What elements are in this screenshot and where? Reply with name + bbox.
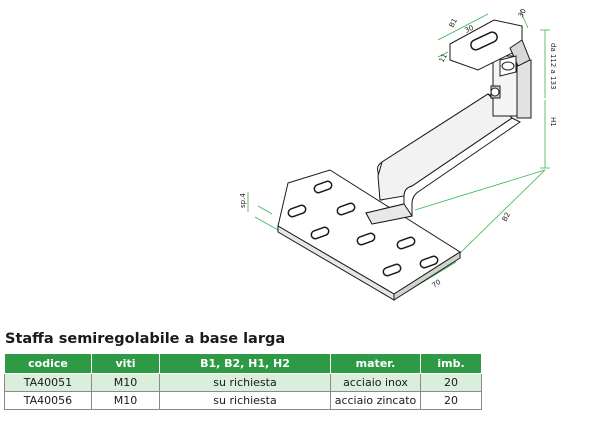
dimension-h1: H1 <box>549 117 557 127</box>
dimension-70: 70 <box>431 278 443 290</box>
dimension-sp4: sp.4 <box>239 193 247 208</box>
dimension-11: 11 <box>438 52 449 64</box>
cell-dimensions: su richiesta <box>159 391 331 410</box>
table-row: TA40056 M10 su richiesta acciaio zincato… <box>4 391 482 410</box>
cell-packaging: 20 <box>420 391 482 410</box>
header-viti: viti <box>91 353 160 374</box>
dimension-30-slot: 30 <box>463 24 474 35</box>
dimension-labels: B1 30 30 11 da 112 a 133 H1 B2 sp.4 70 <box>239 7 557 289</box>
header-dimensions: B1, B2, H1, H2 <box>159 353 331 374</box>
product-title: Staffa semiregolabile a base larga <box>5 331 286 347</box>
cell-dimensions: su richiesta <box>159 373 331 392</box>
product-drawing: B1 30 30 11 da 112 a 133 H1 B2 sp.4 70 <box>239 7 557 301</box>
cell-material: acciaio zincato <box>330 391 421 410</box>
dimension-b1: B1 <box>448 17 459 29</box>
cell-screws: M10 <box>91 391 160 410</box>
dimension-30-top: 30 <box>517 7 528 19</box>
cell-screws: M10 <box>91 373 160 392</box>
header-codice: codice <box>4 353 92 374</box>
cell-code: TA40056 <box>4 391 92 410</box>
adjustable-bracket <box>449 19 532 119</box>
cell-code: TA40051 <box>4 373 92 392</box>
base-plate <box>277 169 461 301</box>
header-material: mater. <box>330 353 421 374</box>
table-row: TA40051 M10 su richiesta acciaio inox 20 <box>4 373 482 392</box>
dimension-b2: B2 <box>501 211 512 223</box>
spec-table: codice viti B1, B2, H1, H2 mater. imb. T… <box>4 353 482 410</box>
header-packaging: imb. <box>420 353 482 374</box>
dimension-height-range: da 112 a 133 <box>549 43 557 89</box>
table-header-row: codice viti B1, B2, H1, H2 mater. imb. <box>4 353 482 374</box>
cell-material: acciaio inox <box>330 373 421 392</box>
hook-arm <box>365 93 521 225</box>
cell-packaging: 20 <box>420 373 482 392</box>
